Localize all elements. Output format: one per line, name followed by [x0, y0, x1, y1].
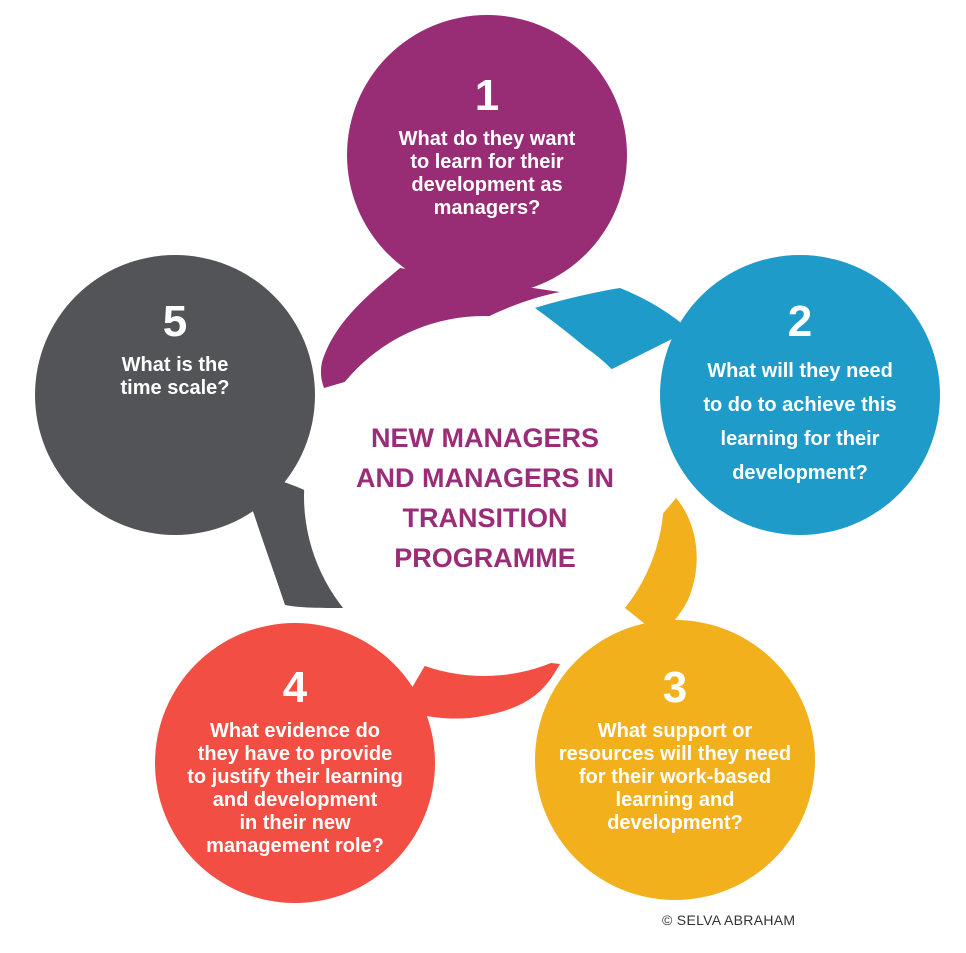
center-circle: [304, 316, 664, 676]
center-title: NEW MANAGERS AND MANAGERS IN TRANSITION …: [320, 418, 650, 578]
node-1-question-line: managers?: [433, 197, 541, 219]
node-5-number: 5: [162, 297, 188, 346]
node-1-question-line: What do they want: [398, 128, 576, 150]
node-5-question-line: What is the: [121, 354, 229, 376]
node-2-question-line: What will they need: [707, 360, 893, 382]
node-4-question-line: and development: [212, 789, 378, 811]
node-3-text: 3 What support or resources will they ne…: [540, 664, 810, 835]
node-2-number: 2: [787, 297, 813, 346]
node-3-question-line: resources will they need: [558, 743, 792, 765]
node-4-text: 4 What evidence do they have to provide …: [160, 664, 430, 858]
node-4-question-line: in their new: [239, 812, 351, 834]
node-2-tail: [535, 288, 690, 370]
node-4-number: 4: [282, 663, 308, 712]
node-2-circle: [660, 255, 940, 535]
node-2-question-line: learning for their: [720, 428, 880, 450]
node-1-question-line: to learn for their: [410, 151, 564, 173]
node-3-circle: [535, 620, 815, 900]
node-5-text: 5 What is the time scale?: [60, 298, 290, 400]
node-4-question-line: What evidence do: [209, 720, 381, 742]
node-1-question-line: development as: [411, 174, 563, 196]
node-3-number: 3: [662, 663, 688, 712]
node-1-circle: [347, 15, 627, 295]
node-5-question-line: time scale?: [120, 377, 230, 399]
node-3-question-line: What support or: [597, 720, 753, 742]
node-2-text: 2 What will they need to do to achieve t…: [670, 298, 930, 490]
node-1-text: 1 What do they want to learn for their d…: [357, 72, 617, 220]
node-4-question-line: management role?: [206, 835, 384, 857]
node-4-question-line: they have to provide: [197, 743, 393, 765]
node-3-question-line: for their work-based: [578, 766, 772, 788]
node-3-question-line: learning and: [615, 789, 735, 811]
copyright-notice: © SELVA ABRAHAM: [662, 912, 796, 928]
node-2-question-line: development?: [732, 462, 868, 484]
node-1-number: 1: [474, 71, 500, 120]
node-4-circle: [155, 623, 435, 903]
center-line: PROGRAMME: [394, 543, 576, 573]
center-line: NEW MANAGERS: [371, 423, 599, 453]
node-2-question-line: to do to achieve this: [703, 394, 897, 416]
center-line: AND MANAGERS IN: [355, 463, 614, 493]
center-line: TRANSITION: [402, 503, 568, 533]
node-4-question-line: to justify their learning: [187, 766, 403, 788]
node-3-question-line: development?: [607, 812, 743, 834]
node-5-circle: [35, 255, 315, 535]
